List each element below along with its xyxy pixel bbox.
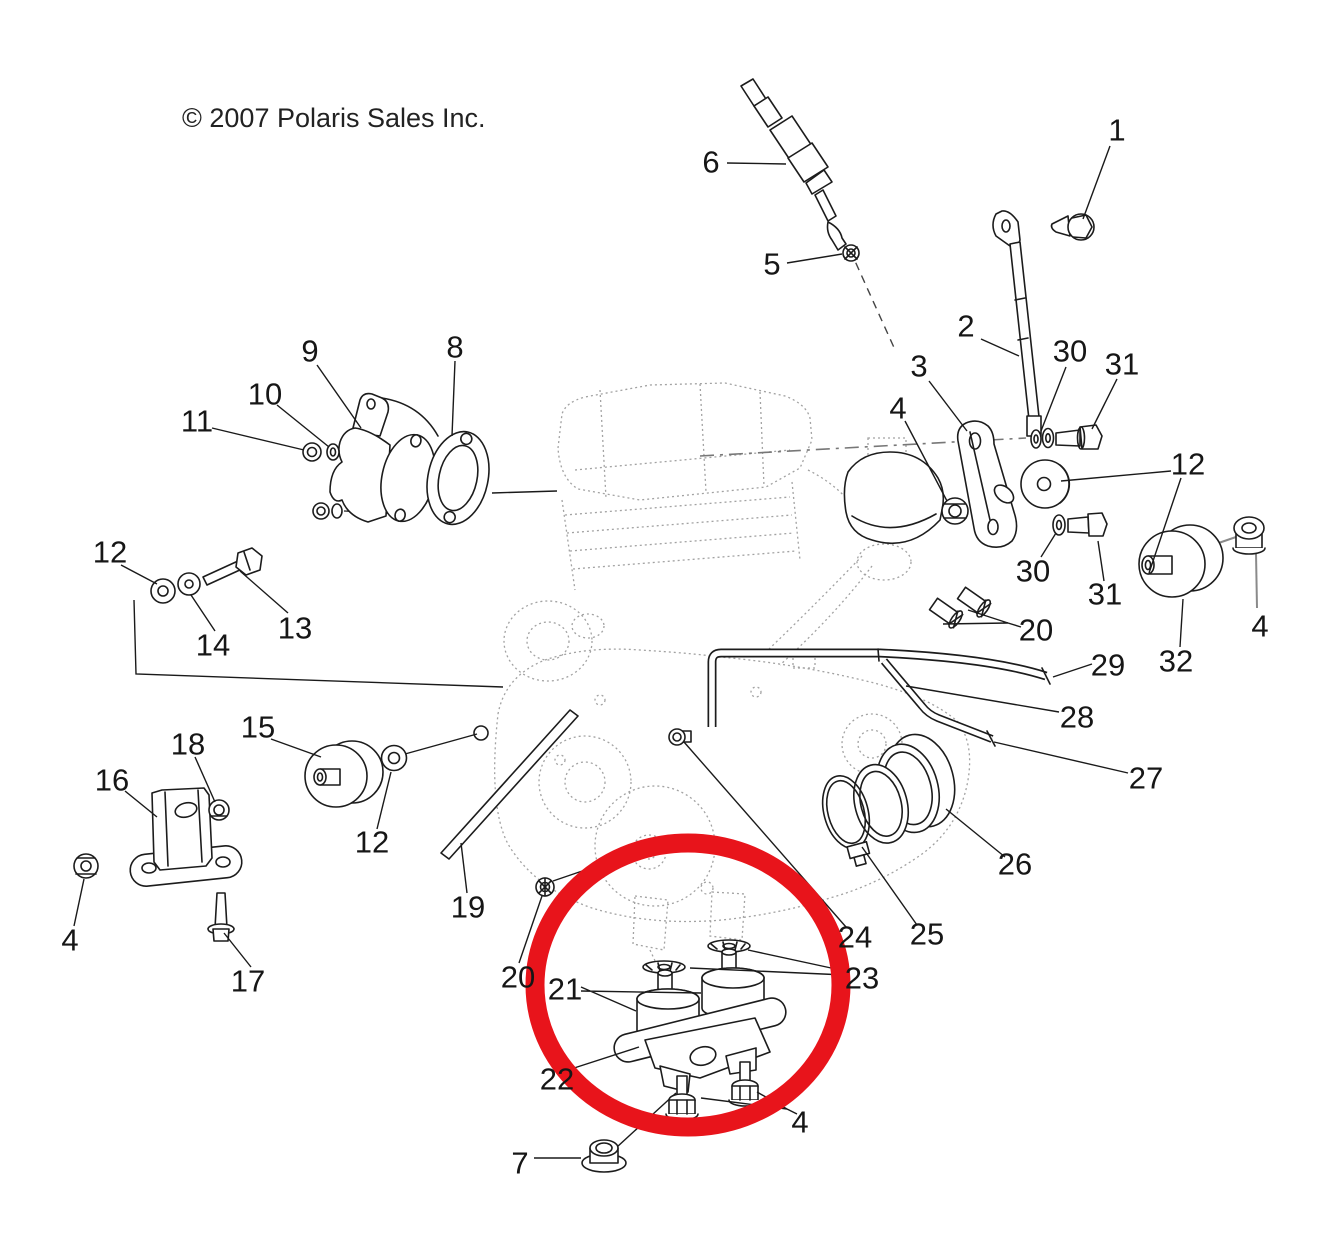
callout-27-28: 27 xyxy=(1128,760,1164,796)
part-30-31-top xyxy=(1030,424,1103,450)
part-8-gasket xyxy=(426,430,490,526)
part-4-nut-carb xyxy=(941,497,969,525)
callout-2-1: 2 xyxy=(957,308,975,344)
part-4-nut-left xyxy=(73,853,99,879)
callout-11-9: 11 xyxy=(180,403,214,439)
part-13-bolt-group xyxy=(150,547,263,604)
callout-31-34: 31 xyxy=(1087,576,1123,612)
callout-20-20: 20 xyxy=(1018,612,1054,648)
callout-17-17: 17 xyxy=(230,963,266,999)
callout-6-5: 6 xyxy=(702,144,720,180)
part-18-nut xyxy=(208,799,230,821)
part-4-nut-right xyxy=(1232,516,1266,555)
callout-18-18: 18 xyxy=(170,726,206,762)
part-25-clamp xyxy=(821,775,871,867)
part-9-flange xyxy=(329,392,439,523)
callout-4-37: 4 xyxy=(61,922,79,958)
part-29-tube xyxy=(707,648,1051,727)
copyright-text: © 2007 Polaris Sales Inc. xyxy=(182,103,486,133)
callout-30-32: 30 xyxy=(1015,553,1051,589)
part-11-nut xyxy=(302,442,343,520)
part-22-bracket xyxy=(613,997,787,1097)
part-16-bracket xyxy=(129,787,243,887)
callout-14-14: 14 xyxy=(195,627,231,663)
part-15-mount xyxy=(304,725,489,808)
callout-30-31: 30 xyxy=(1052,333,1088,369)
carburetor xyxy=(843,451,945,544)
part-28-tube xyxy=(880,658,996,747)
callout-16-16: 16 xyxy=(94,762,130,798)
callout-3-2: 3 xyxy=(910,348,928,384)
part-32-mount xyxy=(1138,524,1224,598)
callout-13-13: 13 xyxy=(277,610,313,646)
callout-5-4: 5 xyxy=(763,246,781,282)
callout-15-15: 15 xyxy=(240,709,276,745)
callout-4-38: 4 xyxy=(791,1104,809,1140)
part-7-washer xyxy=(581,1139,627,1173)
callout-26-27: 26 xyxy=(997,846,1033,882)
callout-19-19: 19 xyxy=(450,889,486,925)
part-17-bolt xyxy=(207,892,235,942)
callout-23-24: 23 xyxy=(844,960,880,996)
callout-1-0: 1 xyxy=(1108,112,1126,148)
part-20-bolt-left xyxy=(535,877,555,897)
callout-4-36: 4 xyxy=(1251,608,1269,644)
callout-25-26: 25 xyxy=(909,916,945,952)
part-1-bolt xyxy=(1050,213,1095,241)
highlight-circle xyxy=(525,833,851,1137)
callout-9-7: 9 xyxy=(301,333,319,369)
part-2-rod xyxy=(992,210,1042,437)
callout-28-29: 28 xyxy=(1059,699,1095,735)
callout-4-3: 4 xyxy=(889,390,907,426)
part-4-nuts-bottom xyxy=(665,1079,762,1121)
part-19-bar xyxy=(440,709,579,860)
callout-10-8: 10 xyxy=(247,376,283,412)
callout-12-11: 12 xyxy=(92,534,128,570)
callout-8-6: 8 xyxy=(446,329,464,365)
callout-24-25: 24 xyxy=(837,919,873,955)
part-3-bracket xyxy=(956,420,1018,548)
part-24-plug xyxy=(668,728,692,746)
callout-12-10: 12 xyxy=(1170,446,1206,482)
callout-31-33: 31 xyxy=(1104,346,1140,382)
part-12-disc xyxy=(1020,459,1071,509)
leader-lines xyxy=(73,145,1184,1159)
callout-7-39: 7 xyxy=(511,1145,529,1181)
callout-22-23: 22 xyxy=(539,1061,575,1097)
part-26-boot xyxy=(853,733,956,844)
callout-20-21: 20 xyxy=(500,959,536,995)
part-20-bolts-right xyxy=(928,586,992,629)
callout-29-30: 29 xyxy=(1090,647,1126,683)
callout-12-12: 12 xyxy=(354,824,390,860)
callout-32-35: 32 xyxy=(1158,643,1194,679)
callout-21-22: 21 xyxy=(547,971,583,1007)
part-6-cable xyxy=(740,78,847,251)
part-5-nut xyxy=(842,244,860,262)
part-30-31-lower xyxy=(1052,512,1108,537)
